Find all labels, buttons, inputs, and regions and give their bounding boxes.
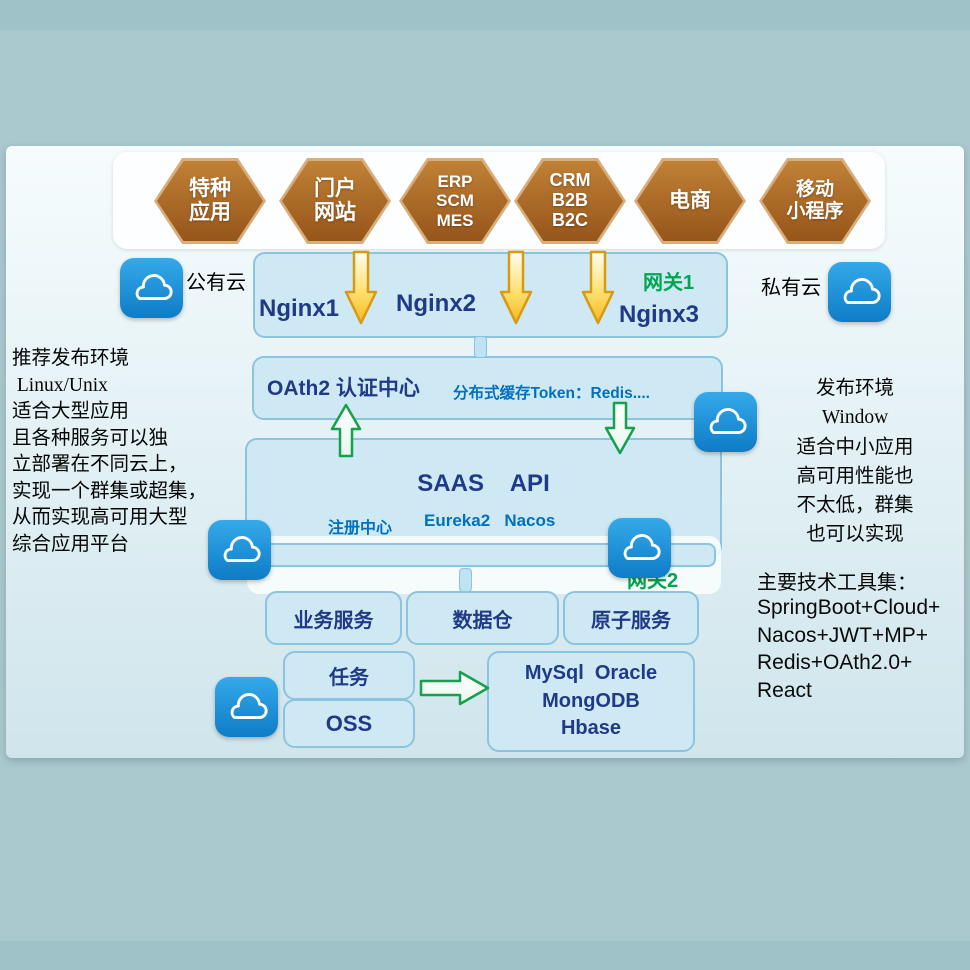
- nginx1-label: Nginx1: [259, 295, 340, 322]
- service-label: 原子服务: [591, 609, 671, 632]
- app-types-bar: 特种 应用 门户 网站 ERP SCM MES CRM B2B B2C 电商 移…: [113, 152, 885, 249]
- hexagon-face: [637, 161, 743, 241]
- flow-down-arrow-icon: [343, 249, 379, 327]
- service-box-atomic: 原子服务: [563, 591, 699, 645]
- hexagon-face: [517, 161, 623, 241]
- hexagon-face: [157, 161, 263, 241]
- connector: [474, 336, 487, 358]
- cloud-icon-public: [120, 258, 183, 318]
- cloud-icon-gateway-right: [608, 518, 671, 578]
- cloud-icon: [623, 534, 661, 560]
- hexagon-label: 特种 应用: [189, 176, 231, 224]
- oauth-title: OAth2 认证中心: [267, 377, 420, 400]
- database-label: MySql Oracle MongODB Hbase: [524, 662, 658, 740]
- database-box: MySql Oracle MongODB Hbase: [487, 651, 695, 752]
- service-box-business: 业务服务: [265, 591, 402, 645]
- public-cloud-label: 公有云: [186, 272, 246, 294]
- cloud-icon: [709, 408, 747, 434]
- service-label: 数据仓: [452, 609, 513, 632]
- hexagon-label: ERP SCM MES: [436, 172, 474, 230]
- cloud-icon: [223, 536, 261, 562]
- hexagon-crm-b2b-b2c: CRM B2B B2C: [514, 158, 626, 244]
- redis-cache-note: 分布式缓存Token：Redis....: [453, 385, 650, 402]
- task-box: 任务: [283, 651, 415, 700]
- service-box-data-warehouse: 数据仓: [406, 591, 559, 645]
- hexagon-mobile-miniapp: 移动 小程序: [759, 158, 871, 244]
- cloud-icon-private: [828, 262, 891, 322]
- task-label: 任务: [329, 667, 369, 689]
- oss-label: OSS: [325, 710, 373, 736]
- hexagon-erp-scm-mes: ERP SCM MES: [399, 158, 511, 244]
- tech-tools-stack: SpringBoot+Cloud+ Nacos+JWT+MP+ Redis+OA…: [757, 596, 941, 703]
- hexagon-face: [762, 161, 868, 241]
- service-label: 业务服务: [293, 609, 374, 632]
- hexagon-label: CRM B2B B2C: [549, 170, 591, 230]
- right-env-note: 发布环境 Window 适合中小应用 高可用性能也 不太低，群集 也可以实现: [796, 378, 914, 546]
- hexagon-special-app: 特种 应用: [154, 158, 266, 244]
- cloud-icon: [230, 693, 268, 719]
- hexagon-ecommerce: 电商: [634, 158, 746, 244]
- connector: [459, 568, 472, 592]
- oauth-center-bar: [252, 356, 723, 420]
- cloud-icon-gateway-left: [208, 520, 271, 580]
- cloud-icon: [843, 278, 881, 304]
- hexagon-label: 门户 网站: [314, 176, 356, 224]
- registry-items-label: Eureka2 Nacos: [424, 511, 556, 530]
- left-env-note: 推荐发布环境 Linux/Unix 适合大型应用 且各种服务可以独 立部署在不同…: [12, 348, 208, 555]
- oss-box: OSS: [283, 699, 415, 748]
- tech-tools-title: 主要技术工具集：: [757, 572, 917, 594]
- registry-center-label: 注册中心: [328, 520, 393, 537]
- gateway1-label: 网关1: [643, 272, 695, 294]
- gateway1-nginx-bar: [253, 252, 728, 338]
- flow-down-arrow-icon: [580, 249, 616, 327]
- hexagon-portal-site: 门户 网站: [279, 158, 391, 244]
- private-cloud-label: 私有云: [761, 277, 821, 299]
- nginx3-label: Nginx3: [619, 301, 700, 328]
- hexagon-label: 电商: [669, 188, 711, 212]
- cloud-icon: [135, 274, 173, 300]
- cloud-icon-storage: [215, 677, 278, 737]
- flow-down-arrow-icon: [498, 249, 534, 327]
- saas-api-title: SAAS API: [417, 470, 550, 497]
- cloud-icon-auth: [694, 392, 757, 452]
- storage-right-arrow-icon: [418, 668, 492, 708]
- auth-down-arrow-icon: [603, 401, 637, 456]
- hexagon-label: 移动 小程序: [786, 179, 844, 222]
- auth-up-arrow-icon: [329, 402, 363, 459]
- nginx2-label: Nginx2: [396, 290, 477, 317]
